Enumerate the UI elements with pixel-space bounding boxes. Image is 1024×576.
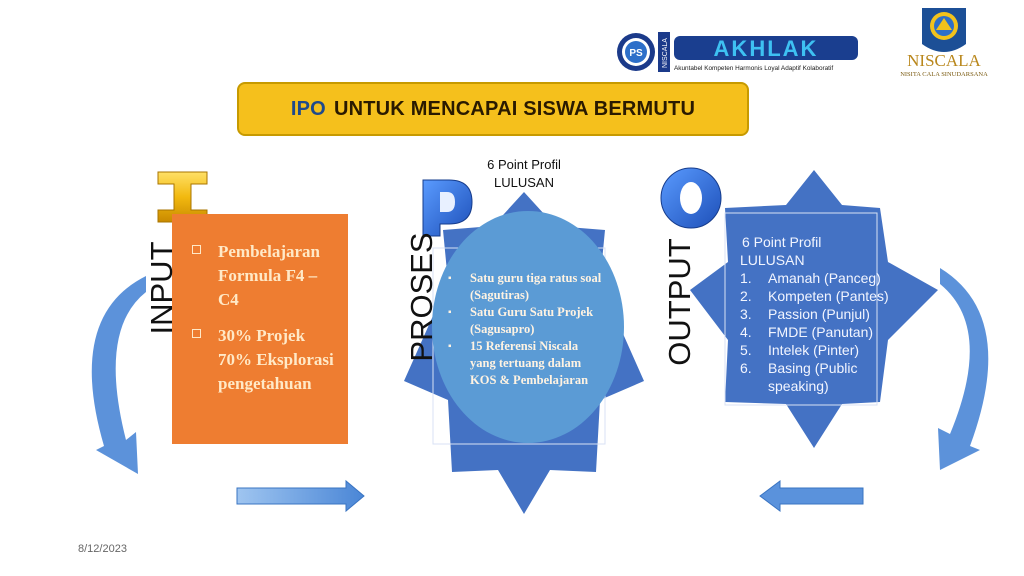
proses-caption: 6 Point Profil LULUSAN xyxy=(487,157,561,190)
output-item: 6. Basing (Public speaking) xyxy=(740,359,900,395)
output-item: 1. Amanah (Panceg) xyxy=(740,269,900,287)
title-text: UNTUK MENCAPAI SISWA BERMUTU xyxy=(333,97,696,120)
title-highlight: IPO xyxy=(290,97,326,120)
akhlak-tagline: Akuntabel Kompeten Harmonis Loyal Adapti… xyxy=(674,65,833,72)
proses-letter-icon xyxy=(422,179,473,237)
proses-label: PROSES xyxy=(404,232,439,362)
output-item-number: 2. xyxy=(740,288,752,304)
input-item: 30% Projek 70% Eksplorasi pengetahuan xyxy=(188,324,340,396)
output-list: 1. Amanah (Panceg) 2. Kompeten (Pantes) 3.… xyxy=(740,269,900,395)
proses-item: Satu guru tiga ratus soal (Sagutiras) xyxy=(444,270,604,304)
output-letter-icon xyxy=(660,167,722,229)
output-item-number: 1. xyxy=(740,270,752,286)
niscala-name: NISCALA xyxy=(907,51,981,70)
output-item-text: Basing (Public speaking) xyxy=(768,360,858,394)
output-item: 4. FMDE (Panutan) xyxy=(740,323,900,341)
akhlak-badge-text: PS xyxy=(629,48,643,59)
output-item-text: Kompeten (Pantes) xyxy=(768,288,889,304)
akhlak-side-text: NISCALA xyxy=(662,38,669,68)
output-item-number: 5. xyxy=(740,342,752,358)
niscala-tagline: NISITA CALA SINUDARSANA xyxy=(900,71,988,78)
akhlak-logo: PS NISCALA AKHLAK Akuntabel Kompeten Har… xyxy=(614,28,862,76)
output-item: 5. Intelek (Pinter) xyxy=(740,341,900,359)
output-item-number: 3. xyxy=(740,306,752,322)
bottom-right-arrow-icon xyxy=(236,479,365,513)
output-item-number: 4. xyxy=(740,324,752,340)
output-item: 2. Kompeten (Pantes) xyxy=(740,287,900,305)
output-item-text: FMDE (Panutan) xyxy=(768,324,874,340)
input-label: INPUT xyxy=(144,241,179,335)
niscala-logo: NISCALA NISITA CALA SINUDARSANA xyxy=(888,6,1000,80)
output-heading-line1: 6 Point Profil xyxy=(742,234,822,250)
output-heading-line2: LULUSAN xyxy=(740,252,805,268)
input-list: Pembelajaran Formula F4 – C4 30% Projek … xyxy=(188,240,340,408)
output-item-text: Amanah (Panceg) xyxy=(768,270,881,286)
proses-item: 15 Referensi Niscala yang tertuang dalam… xyxy=(444,338,604,389)
output-item-text: Passion (Punjul) xyxy=(768,306,870,322)
output-item-text: Intelek (Pinter) xyxy=(768,342,860,358)
slide-date: 8/12/2023 xyxy=(78,543,127,555)
right-curved-arrow-icon xyxy=(938,268,989,470)
checkbox-bullet-icon xyxy=(192,329,201,338)
page-title: IPO UNTUK MENCAPAI SISWA BERMUTU xyxy=(237,82,749,136)
bottom-left-arrow-icon xyxy=(759,480,864,512)
akhlak-wordmark: AKHLAK xyxy=(714,36,819,61)
proses-list: Satu guru tiga ratus soal (Sagutiras) Sa… xyxy=(444,270,604,389)
input-box: Pembelajaran Formula F4 – C4 30% Projek … xyxy=(172,214,348,444)
input-item-text: 30% Projek 70% Eksplorasi pengetahuan xyxy=(218,326,334,393)
left-curved-arrow-icon xyxy=(91,276,146,474)
output-frame xyxy=(724,212,878,406)
output-item-number: 6. xyxy=(740,360,752,376)
input-item: Pembelajaran Formula F4 – C4 xyxy=(188,240,340,312)
output-item: 3. Passion (Punjul) xyxy=(740,305,900,323)
output-star-shape xyxy=(690,170,938,448)
input-item-text: Pembelajaran Formula F4 – C4 xyxy=(218,242,320,309)
checkbox-bullet-icon xyxy=(192,245,201,254)
proses-item: Satu Guru Satu Projek (Sagusapro) xyxy=(444,304,604,338)
output-content: 6 Point Profil LULUSAN 1. Amanah (Panceg)… xyxy=(740,233,900,395)
output-label: OUTPUT xyxy=(662,238,697,366)
